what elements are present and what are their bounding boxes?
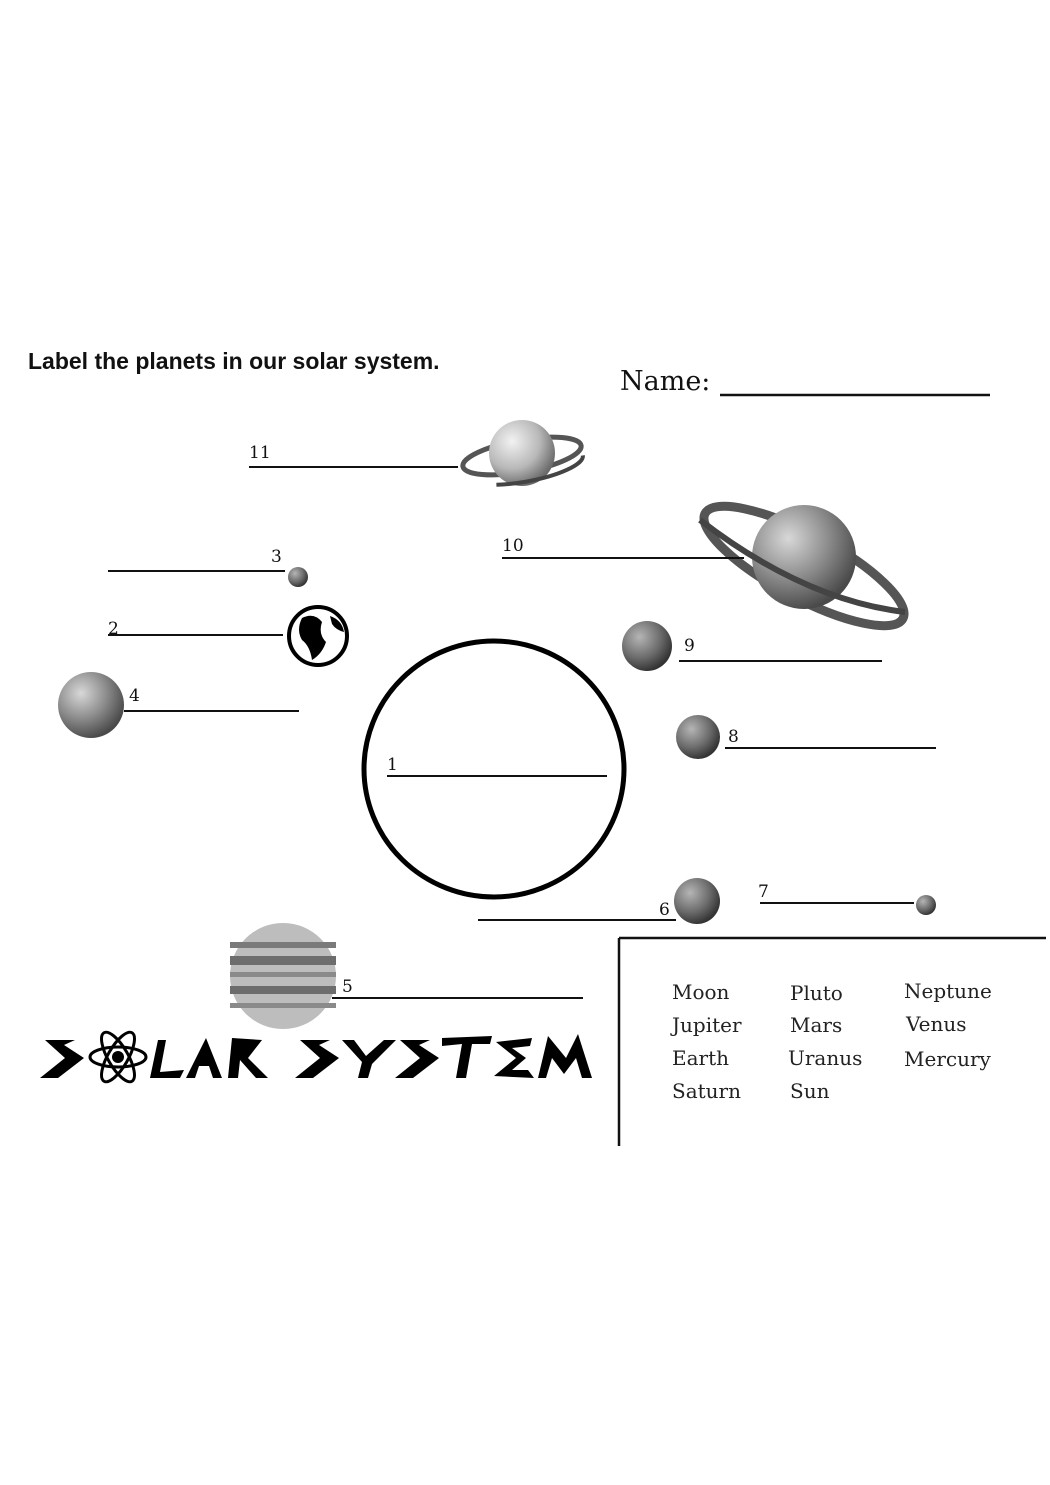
solar-system-logo bbox=[40, 1030, 592, 1084]
label-number-8: 8 bbox=[728, 727, 739, 747]
label-number-6: 6 bbox=[659, 900, 670, 920]
label-number-11: 11 bbox=[249, 443, 271, 463]
planet-4-image bbox=[58, 672, 124, 738]
planet-11-image bbox=[460, 420, 585, 487]
label-number-3: 3 bbox=[271, 547, 282, 567]
planet-9-image bbox=[622, 621, 672, 671]
word-bank-item: Uranus bbox=[788, 1046, 863, 1070]
planet-5-image bbox=[230, 923, 336, 1029]
label-number-4: 4 bbox=[129, 686, 140, 706]
planet-2-image bbox=[287, 605, 349, 667]
word-bank-item: Neptune bbox=[904, 979, 992, 1003]
word-bank-item: Mercury bbox=[904, 1047, 991, 1071]
planet-10-image bbox=[698, 501, 909, 631]
label-number-10: 10 bbox=[502, 536, 524, 556]
label-number-2: 2 bbox=[108, 619, 119, 639]
word-bank-item: Saturn bbox=[672, 1079, 741, 1103]
planet-6-image bbox=[674, 878, 720, 924]
label-number-9: 9 bbox=[684, 636, 695, 656]
word-bank-item: Mars bbox=[790, 1013, 843, 1037]
planet-3-image bbox=[288, 567, 308, 587]
label-number-7: 7 bbox=[758, 882, 769, 902]
label-number-5: 5 bbox=[342, 977, 353, 997]
planet-8-image bbox=[676, 715, 720, 759]
name-label: Name: bbox=[620, 366, 711, 397]
planet-7-image bbox=[916, 895, 936, 915]
word-bank-item: Sun bbox=[790, 1079, 830, 1103]
word-bank-item: Venus bbox=[906, 1012, 967, 1036]
sun-outline bbox=[361, 638, 627, 900]
instruction-text: Label the planets in our solar system. bbox=[28, 348, 440, 374]
word-bank-item: Pluto bbox=[790, 981, 843, 1005]
word-bank-item: Earth bbox=[672, 1046, 730, 1070]
label-number-1: 1 bbox=[387, 755, 398, 775]
word-bank-item: Moon bbox=[672, 980, 730, 1004]
word-bank-item: Jupiter bbox=[672, 1013, 742, 1037]
